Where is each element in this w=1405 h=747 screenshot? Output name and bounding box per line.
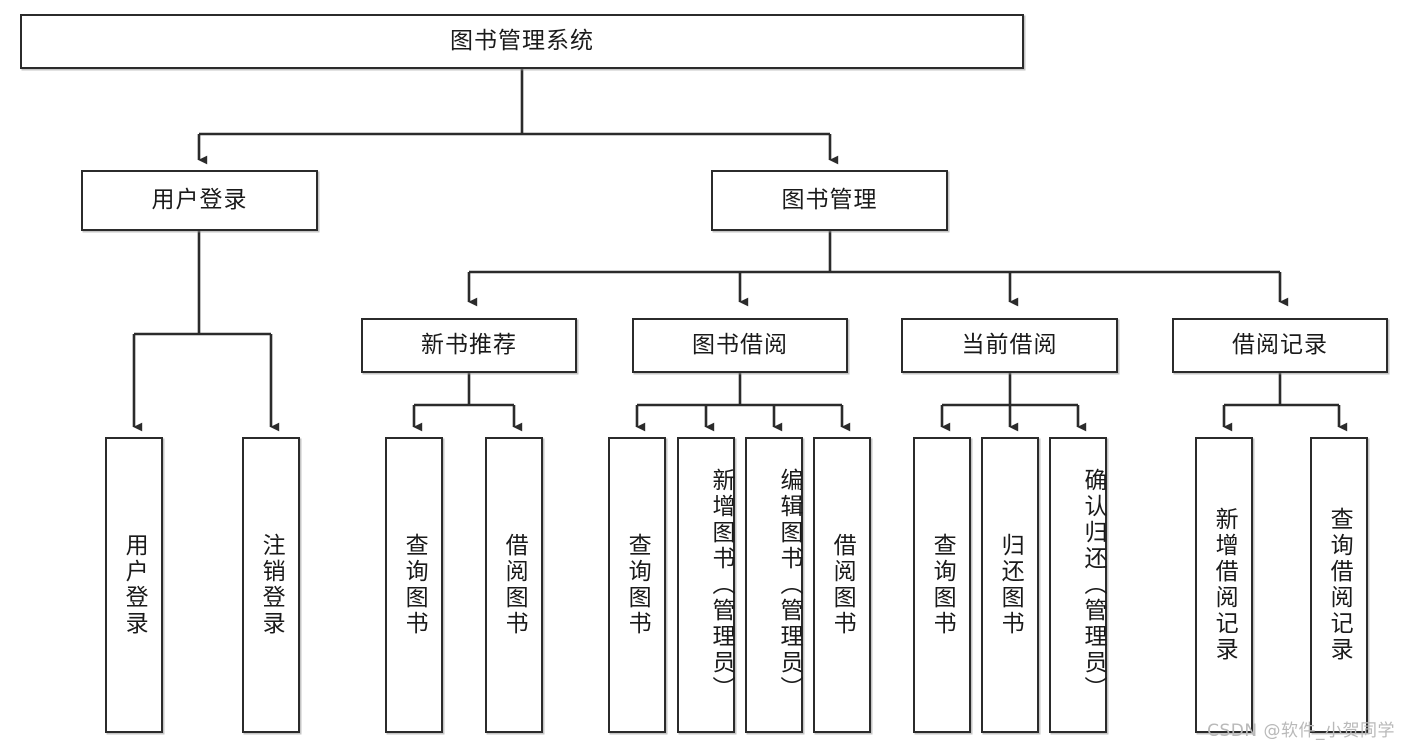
node-borrow-record[interactable]: 借阅记录: [1172, 318, 1388, 373]
leaf-borrow-record-query-record[interactable]: 查询借阅记录: [1310, 437, 1368, 733]
leaf-book-borrow-edit-book-admin[interactable]: 编辑图书（管理员）: [745, 437, 803, 733]
node-label: 查询借阅记录: [1326, 507, 1353, 663]
node-label: 借阅图书: [829, 533, 856, 637]
leaf-book-borrow-add-book-admin[interactable]: 新增图书（管理员）: [677, 437, 735, 733]
node-root-book-management-system[interactable]: 图书管理系统: [20, 14, 1024, 69]
node-label: 借阅图书: [501, 533, 528, 637]
node-label: 编辑图书（管理员）: [776, 468, 802, 702]
node-label: 图书管理: [781, 186, 878, 213]
node-label: 当前借阅: [961, 331, 1058, 358]
node-label: 新书推荐: [421, 331, 517, 358]
node-label: 注销登录: [258, 533, 285, 637]
leaf-current-borrow-query-book[interactable]: 查询图书: [913, 437, 971, 733]
node-label: 查询图书: [624, 533, 651, 637]
node-label: 用户登录: [151, 186, 248, 213]
node-label: 归还图书: [997, 533, 1024, 637]
node-label: 借阅记录: [1232, 331, 1328, 358]
leaf-book-borrow-query-book[interactable]: 查询图书: [608, 437, 666, 733]
node-label: 图书借阅: [692, 331, 788, 358]
leaf-current-borrow-return-book[interactable]: 归还图书: [981, 437, 1039, 733]
node-user-login[interactable]: 用户登录: [81, 170, 318, 231]
node-new-book-recommend[interactable]: 新书推荐: [361, 318, 577, 373]
node-label: 查询图书: [929, 533, 956, 637]
node-book-borrow[interactable]: 图书借阅: [632, 318, 848, 373]
node-label: 图书管理系统: [450, 27, 594, 54]
node-label: 新增借阅记录: [1211, 507, 1238, 663]
node-label: 确认归还（管理员）: [1080, 468, 1106, 702]
leaf-new-book-borrow-book[interactable]: 借阅图书: [485, 437, 543, 733]
leaf-user-login-login[interactable]: 用户登录: [105, 437, 163, 733]
leaf-current-borrow-confirm-return-admin[interactable]: 确认归还（管理员）: [1049, 437, 1107, 733]
leaf-borrow-record-add-record[interactable]: 新增借阅记录: [1195, 437, 1253, 733]
node-label: 用户登录: [121, 533, 148, 637]
leaf-new-book-query-book[interactable]: 查询图书: [385, 437, 443, 733]
node-label: 查询图书: [401, 533, 428, 637]
leaf-book-borrow-borrow-book[interactable]: 借阅图书: [813, 437, 871, 733]
node-book-management[interactable]: 图书管理: [711, 170, 948, 231]
node-current-borrow[interactable]: 当前借阅: [901, 318, 1118, 373]
leaf-user-login-logout[interactable]: 注销登录: [242, 437, 300, 733]
node-label: 新增图书（管理员）: [708, 468, 734, 702]
